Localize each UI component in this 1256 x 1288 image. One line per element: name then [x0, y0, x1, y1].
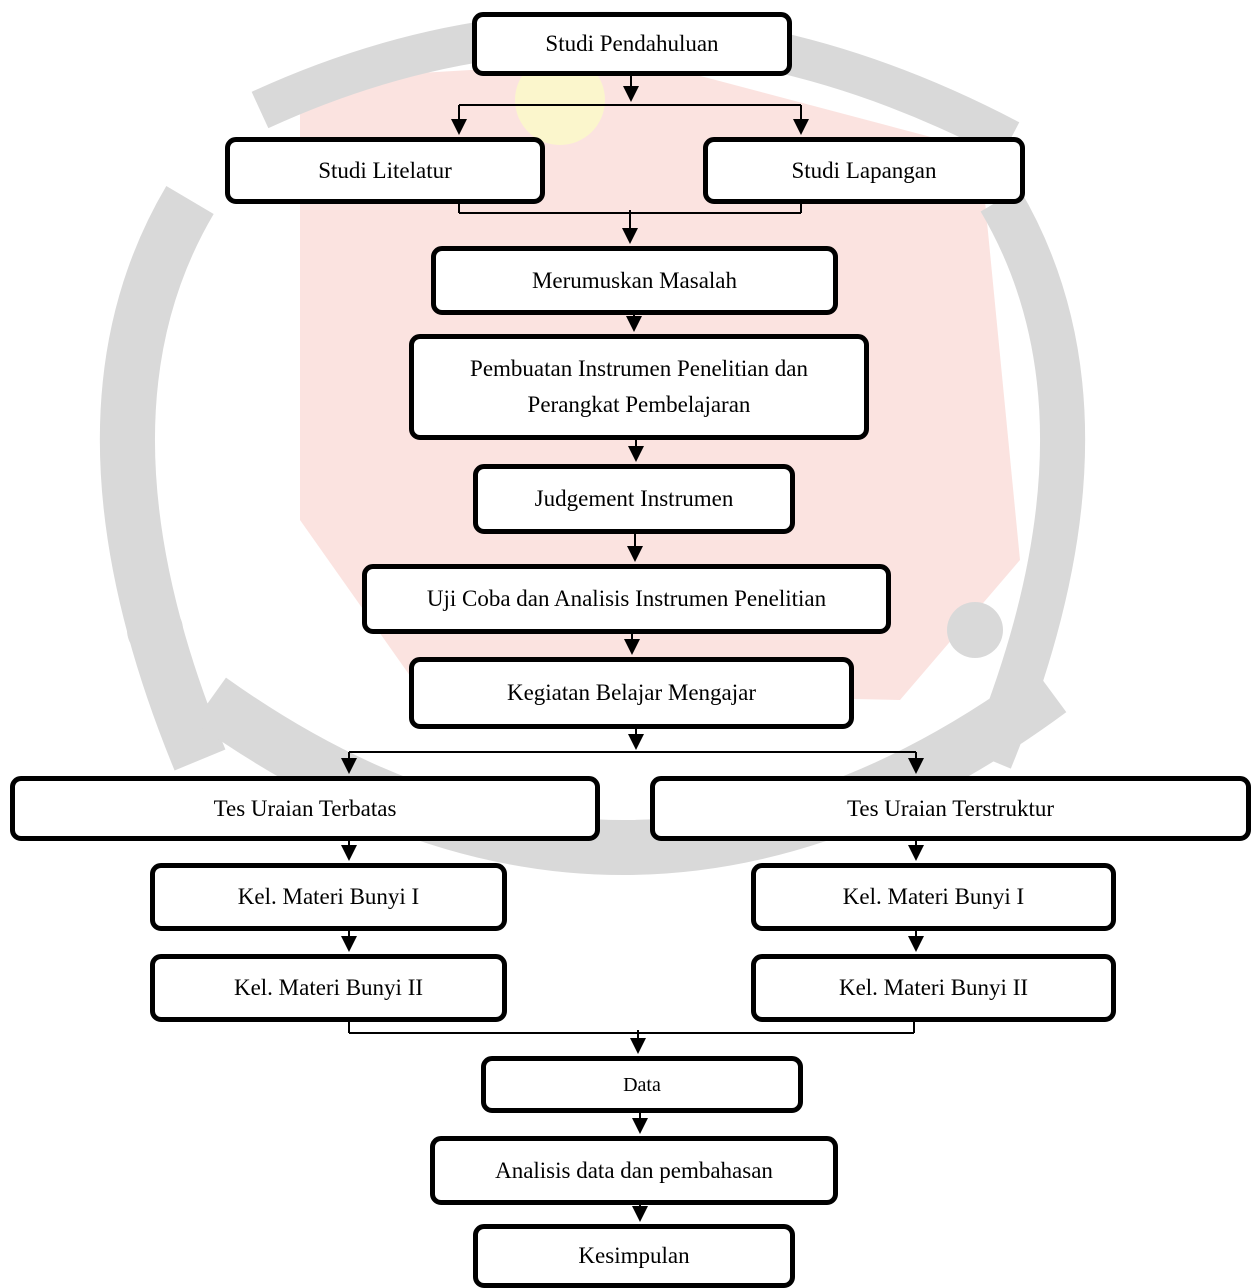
- label-kegiatan-belajar-mengajar: Kegiatan Belajar Mengajar: [506, 680, 757, 705]
- box-tes-uraian-terstruktur: Tes Uraian Terstruktur: [650, 776, 1251, 841]
- label-analisis-data: Analisis data dan pembahasan: [495, 1157, 773, 1183]
- watermark-yellow-dot: [515, 55, 605, 145]
- box-right-bunyi-1: Kel. Materi Bunyi I: [751, 863, 1116, 931]
- box-studi-pendahuluan: Studi Pendahuluan: [472, 12, 792, 76]
- label-pembuatan-instrumen-line1: Pembuatan Instrumen Penelitian dan: [470, 356, 808, 381]
- watermark-ring-bottom: [194, 667, 1067, 875]
- box-left-bunyi-1: Kel. Materi Bunyi I: [150, 863, 507, 931]
- label-uji-coba: Uji Coba dan Analisis Instrumen Peneliti…: [426, 586, 827, 611]
- box-pembuatan-instrumen: Pembuatan Instrumen Penelitian dan Peran…: [409, 334, 869, 440]
- label-studi-literatur: Studi Litelatur: [318, 157, 452, 183]
- label-left-bunyi-2: Kel. Materi Bunyi II: [233, 975, 424, 1000]
- box-right-bunyi-2: Kel. Materi Bunyi II: [751, 954, 1116, 1022]
- label-data: Data: [623, 1073, 661, 1096]
- box-left-bunyi-2: Kel. Materi Bunyi II: [150, 954, 507, 1022]
- box-data: Data: [481, 1056, 803, 1113]
- box-tes-uraian-terbatas: Tes Uraian Terbatas: [10, 776, 600, 841]
- label-kesimpulan: Kesimpulan: [578, 1243, 690, 1268]
- label-studi-pendahuluan: Studi Pendahuluan: [545, 31, 719, 56]
- watermark-right-dot: [947, 602, 1003, 658]
- label-pembuatan-instrumen-line2: Perangkat Pembelajaran: [527, 392, 751, 417]
- box-kegiatan-belajar-mengajar: Kegiatan Belajar Mengajar: [409, 657, 854, 729]
- box-studi-lapangan: Studi Lapangan: [703, 137, 1025, 204]
- label-tes-uraian-terbatas: Tes Uraian Terbatas: [213, 795, 397, 821]
- watermark-ring-left: [99, 186, 226, 771]
- box-judgement-instrumen: Judgement Instrumen: [473, 464, 795, 534]
- box-uji-coba: Uji Coba dan Analisis Instrumen Peneliti…: [362, 564, 891, 634]
- watermark-ring-right: [969, 188, 1086, 769]
- box-merumuskan-masalah: Merumuskan Masalah: [431, 246, 838, 315]
- box-analisis-data: Analisis data dan pembahasan: [430, 1136, 838, 1205]
- label-studi-lapangan: Studi Lapangan: [791, 157, 937, 183]
- label-left-bunyi-1: Kel. Materi Bunyi I: [237, 884, 420, 909]
- label-merumuskan-masalah: Merumuskan Masalah: [531, 267, 738, 293]
- label-right-bunyi-2: Kel. Materi Bunyi II: [838, 975, 1029, 1000]
- label-tes-uraian-terstruktur: Tes Uraian Terstruktur: [846, 795, 1055, 821]
- label-right-bunyi-1: Kel. Materi Bunyi I: [842, 884, 1025, 909]
- label-judgement-instrumen: Judgement Instrumen: [534, 486, 734, 511]
- box-studi-literatur: Studi Litelatur: [225, 137, 545, 204]
- box-kesimpulan: Kesimpulan: [473, 1224, 795, 1288]
